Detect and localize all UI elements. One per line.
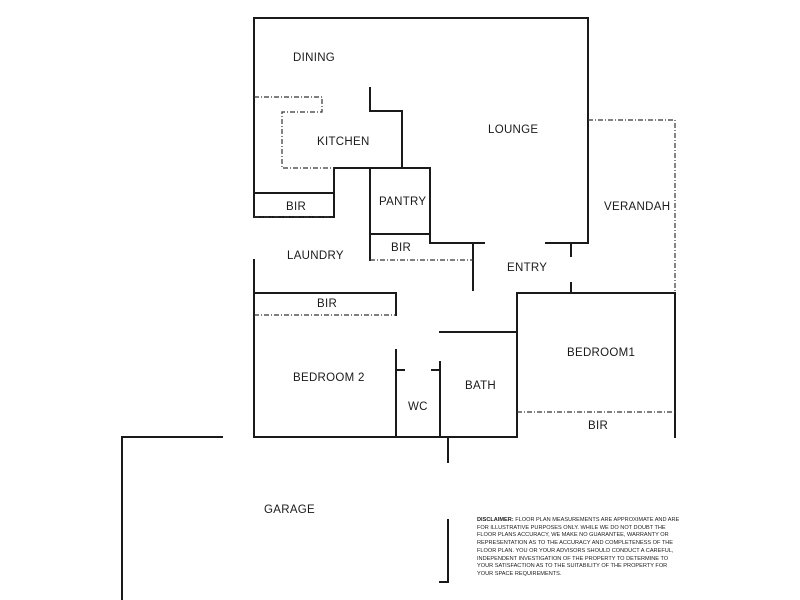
- room-label-bir-laundry: BIR: [317, 298, 337, 310]
- disclaimer-heading: DISCLAIMER:: [477, 517, 514, 523]
- kitchen-bench: [254, 96, 334, 169]
- room-label-laundry: LAUNDRY: [287, 250, 344, 262]
- bir-laundry-wall: [253, 292, 397, 316]
- room-label-bir-kitchen: BIR: [286, 201, 306, 213]
- room-labels: DINING KITCHEN LOUNGE PANTRY VERANDAH BI…: [264, 52, 670, 516]
- disclaimer-text: DISCLAIMER: FLOOR PLAN MEASUREMENTS ARE …: [477, 517, 682, 579]
- room-label-wc: WC: [408, 401, 428, 413]
- dashed-lines: [254, 96, 676, 413]
- room-label-kitchen: KITCHEN: [317, 136, 370, 148]
- walls: [121, 17, 676, 600]
- room-label-lounge: LOUNGE: [488, 124, 538, 136]
- room-label-pantry: PANTRY: [379, 196, 426, 208]
- room-label-bir-pantry: BIR: [391, 242, 411, 254]
- room-label-verandah: VERANDAH: [604, 201, 670, 213]
- room-label-bedroom1: BEDROOM1: [567, 347, 635, 359]
- room-label-bir-bedroom1: BIR: [588, 420, 608, 432]
- room-label-bath: BATH: [465, 380, 496, 392]
- room-label-bedroom2: BEDROOM 2: [293, 372, 365, 384]
- pantry-wall: [369, 167, 485, 244]
- verandah-outline: [588, 119, 676, 293]
- room-label-entry: ENTRY: [507, 262, 547, 274]
- kitchen-wall: [333, 87, 403, 193]
- outer-wall-top: [253, 17, 589, 244]
- room-label-dining: DINING: [293, 52, 335, 64]
- disclaimer-body: FLOOR PLAN MEASUREMENTS ARE APPROXIMATE …: [477, 517, 680, 577]
- room-label-garage: GARAGE: [264, 504, 315, 516]
